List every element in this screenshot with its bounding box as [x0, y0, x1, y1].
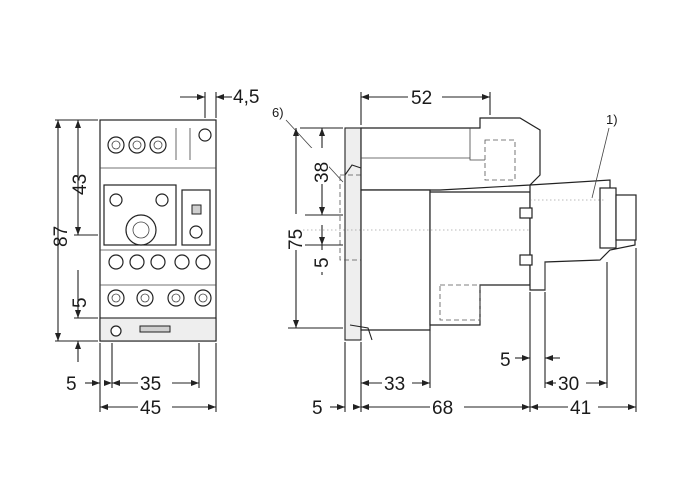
dim-body-depth: 68	[432, 398, 453, 419]
dim-mount-height: 75	[286, 229, 307, 250]
dim-relay-gap: 5	[500, 350, 511, 371]
dim-lower-height: 5	[70, 297, 91, 308]
dim-total-width: 45	[140, 398, 161, 419]
dim-top-offset: 4,5	[233, 87, 259, 108]
dim-rail-offset: 38	[312, 162, 333, 183]
side-view: 52 6) 1) 38 75 5	[272, 84, 637, 419]
dim-upper-height: 43	[70, 174, 91, 195]
dim-inner-width: 35	[140, 374, 161, 395]
dim-depth-33: 33	[384, 374, 405, 395]
front-center-knob	[125, 214, 157, 246]
callout-rail-clip: 6)	[272, 105, 284, 120]
dim-total-height: 87	[51, 226, 72, 247]
dim-left-margin: 5	[66, 374, 77, 395]
front-bottom-terminals	[107, 289, 212, 307]
dim-top-width: 52	[411, 88, 432, 109]
dim-rail-gap: 5	[312, 257, 333, 268]
dim-relay-total: 41	[570, 398, 591, 419]
callout-overload-relay: 1)	[606, 112, 618, 127]
side-contactor-body	[360, 117, 541, 191]
front-view: 4,5 87 43 5 5 35	[51, 87, 259, 419]
side-main-body	[360, 189, 431, 331]
dim-relay-depth: 30	[558, 374, 579, 395]
dim-plate-depth: 5	[312, 398, 323, 419]
front-lower-terminals	[108, 254, 211, 270]
side-mounting-plate	[344, 127, 362, 341]
front-top-terminals	[107, 128, 212, 160]
